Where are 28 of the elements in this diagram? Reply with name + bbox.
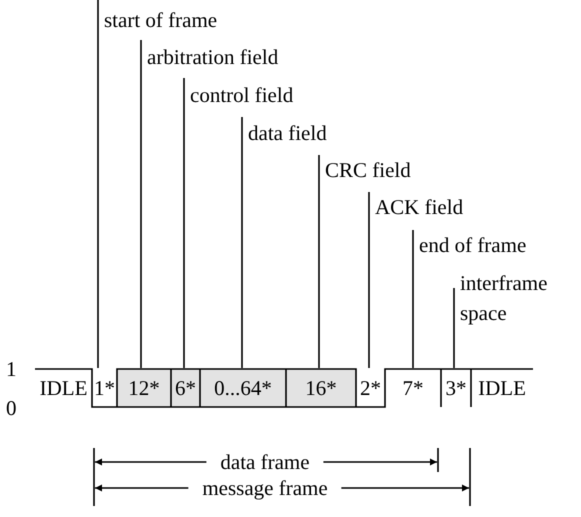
field-label: start of frame — [104, 8, 218, 32]
bit-field: 12* — [117, 369, 171, 407]
bit-field: IDLE — [471, 369, 533, 407]
field-label: end of frame — [419, 233, 526, 257]
bit-field: 1* — [92, 369, 117, 407]
bit-field: 3* — [441, 369, 471, 407]
leader-line — [318, 155, 320, 368]
level-label: 0 — [5, 396, 18, 420]
leader-line — [453, 288, 455, 368]
field-label: data field — [248, 121, 327, 145]
leader-line — [183, 78, 185, 368]
leader-line — [140, 40, 142, 368]
bit-field: 2* — [356, 369, 385, 407]
field-label: control field — [190, 83, 294, 107]
leader-line — [412, 230, 414, 368]
field-label: CRC field — [325, 158, 411, 182]
bit-field: 0...64* — [200, 369, 286, 407]
bit-field: 6* — [171, 369, 200, 407]
bit-field: IDLE — [35, 369, 92, 407]
bit-field: 7* — [385, 369, 441, 407]
leader-line — [97, 0, 99, 368]
field-label: ACK field — [375, 195, 464, 219]
field-label: interframe space — [460, 268, 550, 328]
level-label: 1 — [5, 357, 18, 381]
field-label: arbitration field — [147, 45, 278, 69]
bit-field: 16* — [286, 369, 356, 407]
leader-line — [368, 192, 370, 368]
leader-line — [241, 117, 243, 368]
